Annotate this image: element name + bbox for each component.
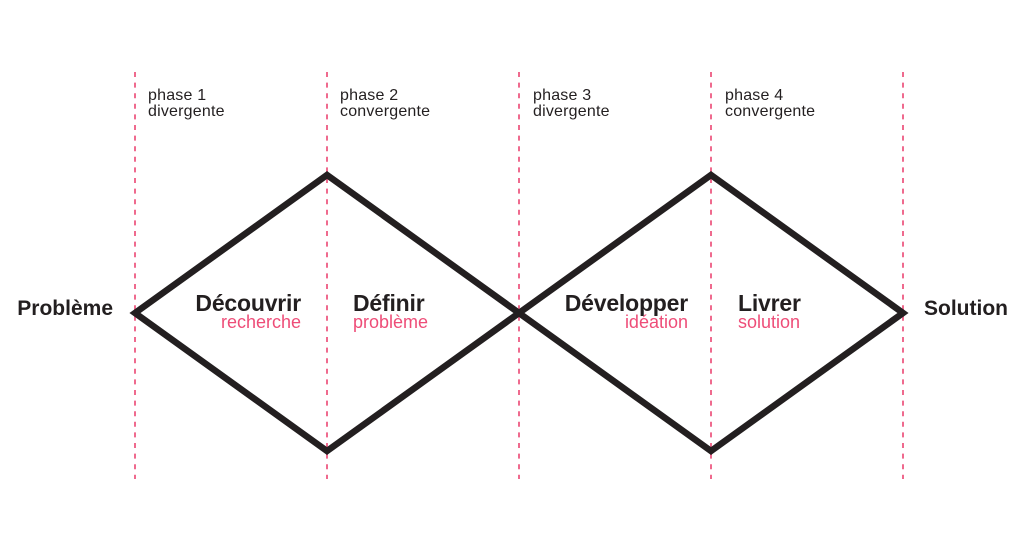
phase-2-mode: convergente [340, 102, 431, 120]
stage-deliver-subtitle: solution [738, 312, 801, 332]
phase-1-label: phase 1 divergente [148, 88, 225, 119]
phase-4-number: phase 4 [725, 87, 784, 104]
phase-2-label: phase 2 convergente [340, 88, 430, 119]
stage-develop: Développer idéation [564, 290, 688, 332]
diamond-1-outline [129, 170, 525, 456]
phase-4-mode: convergente [725, 102, 816, 120]
phase-2-number: phase 2 [340, 87, 399, 104]
phase-4-label: phase 4 convergente [725, 88, 815, 119]
stage-discover-subtitle: recherche [220, 312, 301, 332]
stage-deliver: Livrer solution [738, 290, 801, 332]
stage-discover: Découvrir recherche [195, 290, 301, 332]
stage-discover-title: Découvrir [195, 290, 301, 316]
phase-3-number: phase 3 [533, 87, 592, 104]
stage-develop-title: Développer [564, 290, 688, 316]
stage-define: Définir problème [353, 290, 429, 332]
solution-label: Solution [924, 297, 1008, 320]
phase-1-number: phase 1 [148, 87, 207, 104]
diamond-2-outline [513, 170, 909, 456]
stage-define-subtitle: problème [353, 312, 429, 332]
stage-define-title: Définir [353, 290, 425, 316]
problem-label: Problème [17, 297, 113, 320]
phase-3-mode: divergente [533, 102, 610, 120]
phase-3-label: phase 3 divergente [533, 88, 610, 119]
stage-develop-subtitle: idéation [624, 312, 688, 332]
stage-deliver-title: Livrer [738, 290, 801, 316]
phase-1-mode: divergente [148, 102, 225, 120]
